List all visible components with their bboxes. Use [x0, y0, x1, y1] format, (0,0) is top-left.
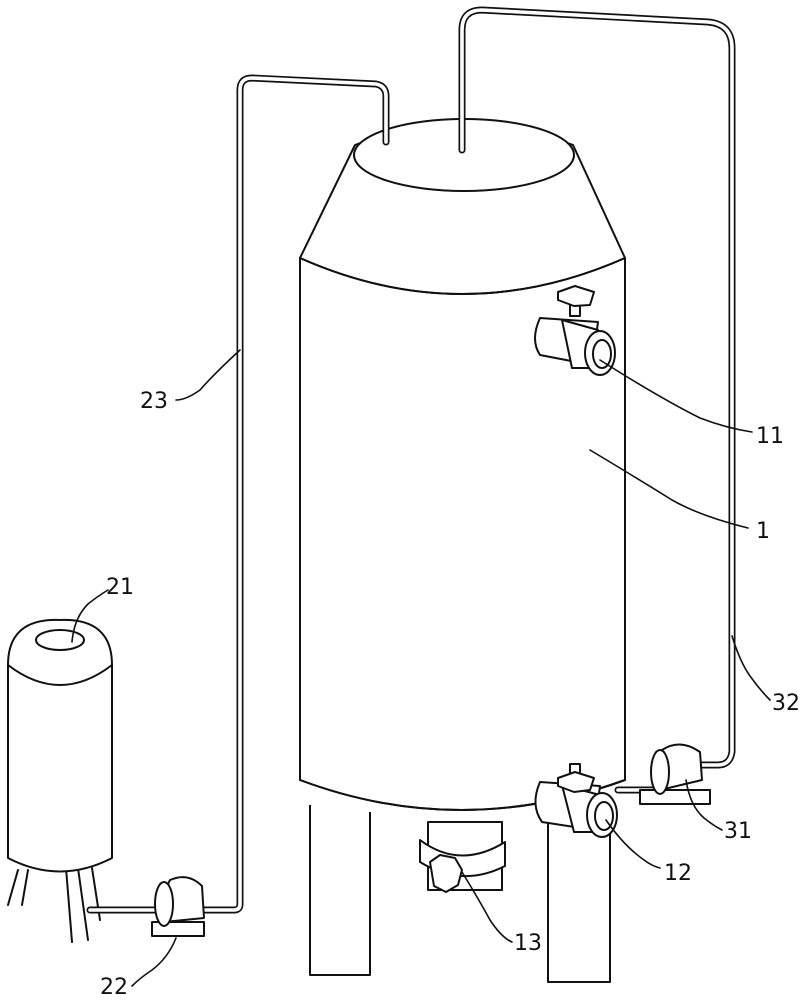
upper-side-valve	[534, 285, 616, 376]
reference-labels: 1 11 12 13 21 22 23 31 32	[100, 389, 800, 1000]
leader-12	[605, 819, 661, 869]
left-pipe	[196, 74, 390, 914]
label-tank: 1	[756, 519, 770, 544]
leader-1	[589, 449, 749, 529]
label-left-pipe: 23	[140, 389, 168, 414]
leader-23	[175, 349, 241, 401]
leader-31	[685, 779, 723, 831]
tank-legs	[309, 805, 611, 983]
leader-22	[131, 937, 177, 987]
label-upper-valve: 11	[756, 424, 784, 449]
label-left-pump: 22	[100, 975, 128, 1000]
right-pump	[639, 743, 711, 805]
drain-valve	[419, 821, 506, 893]
leader-lines	[71, 349, 771, 987]
leader-11	[599, 359, 753, 433]
right-pipe	[458, 6, 736, 794]
label-lower-valve: 12	[664, 861, 692, 886]
aux-tank	[7, 618, 113, 943]
label-right-pipe: 32	[772, 691, 800, 716]
label-right-pump: 31	[724, 819, 752, 844]
main-tank	[299, 118, 626, 811]
left-pump	[151, 876, 205, 937]
label-aux-tank: 21	[106, 575, 134, 600]
leader-32	[731, 635, 771, 701]
leader-21	[71, 589, 109, 643]
label-drain-valve: 13	[514, 931, 542, 956]
leader-13	[461, 871, 513, 943]
